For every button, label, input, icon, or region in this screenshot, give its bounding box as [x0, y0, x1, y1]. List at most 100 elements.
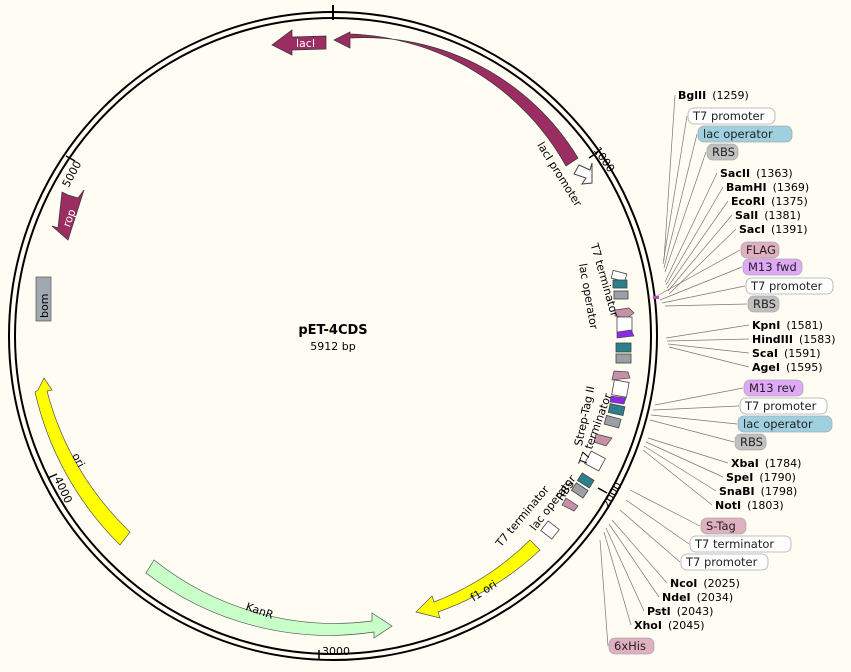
restriction-site-label: NdeI(2034): [662, 591, 733, 604]
restriction-site-label: BamHI(1369): [726, 181, 809, 194]
leader-line: [661, 285, 746, 304]
restriction-site-label: XhoI(2045): [634, 619, 705, 632]
leader-line: [664, 151, 707, 273]
lac-operator-box-3: [607, 403, 626, 417]
m13fwd-marker: [616, 329, 635, 339]
feature-label: T7 promoter: [744, 399, 817, 413]
leader-line: [663, 94, 676, 261]
leader-line: [619, 509, 681, 563]
laci-feature: [333, 31, 579, 167]
laci-feature-label: lacI: [459, 72, 482, 91]
bom-label: bom: [38, 294, 51, 318]
feature-label: T7 promoter: [750, 279, 823, 293]
bom-feature: [35, 276, 52, 322]
laci-arrow-top: [271, 29, 327, 56]
t7-terminator-box-3: [540, 520, 560, 540]
leader-line: [667, 214, 733, 292]
m13rev-box: [611, 379, 630, 398]
plasmid-length: 5912 bp: [310, 340, 355, 353]
feature-label-box: [680, 553, 769, 571]
feature-label-box: [687, 107, 776, 125]
restriction-site-label: ScaI(1591): [752, 347, 821, 360]
tick-5000: [65, 155, 76, 162]
leader-line: [668, 346, 750, 368]
leader-line: [625, 499, 690, 545]
m13fwd-box: [616, 316, 633, 333]
leader-line: [665, 186, 724, 286]
laci-promoter-arrow: [573, 162, 593, 185]
feature-label: M13 fwd: [748, 260, 797, 274]
mcs-marker: [653, 296, 659, 299]
restriction-site-label: KpnI(1581): [752, 319, 823, 332]
restriction-site-label: HindIII(1583): [752, 333, 836, 346]
strep-tag-arrow: [593, 433, 613, 447]
restriction-site-label: SacI(1391): [739, 223, 808, 236]
leader-line: [603, 531, 632, 626]
leader-line: [642, 449, 713, 506]
leader-line: [654, 387, 744, 406]
leader-line: [643, 445, 717, 492]
feature-label: T7 promoter: [685, 555, 758, 569]
plasmid-name: pET-4CDS: [298, 323, 367, 338]
rop-feature: [51, 189, 85, 241]
leader-line: [667, 343, 750, 354]
restriction-site-label: XbaI(1784): [731, 457, 801, 470]
restriction-site-label: AgeI(1595): [752, 361, 823, 374]
feature-label: RBS: [740, 435, 763, 449]
leader-line: [668, 228, 737, 295]
feature-label: RBS: [712, 145, 735, 159]
restriction-site-label: SacII(1363): [720, 167, 793, 180]
tick-label-2000: 2000: [600, 480, 625, 511]
tick-1000: [588, 151, 599, 159]
feature-label: S-Tag: [706, 519, 736, 533]
m13rev-marker: [609, 395, 627, 405]
s-tag-arrow: [611, 370, 631, 381]
feature-label-box: [706, 143, 739, 161]
restriction-site-label: BglII(1259): [678, 89, 749, 102]
feature-label-box: [747, 295, 780, 313]
feature-label-box: [608, 637, 655, 655]
leader-line: [611, 519, 668, 584]
leader-line: [665, 324, 750, 339]
leader-line: [608, 523, 660, 598]
feature-label-box: [745, 277, 834, 295]
leader-line: [647, 437, 729, 464]
feature-label: T7 promoter: [692, 109, 765, 123]
ori-feature: [34, 377, 131, 546]
feature-label: T7 terminator: [694, 537, 774, 551]
lac-operator-box-2: [615, 342, 632, 353]
leader-line: [659, 266, 743, 301]
feature-label-box: [697, 125, 793, 143]
his-tag-arrow: [561, 497, 579, 512]
feature-label: lac operator: [743, 417, 813, 431]
leader-line: [664, 172, 718, 283]
rbs-box-4: [570, 482, 589, 499]
restriction-site-label: EcoRI(1375): [731, 195, 808, 208]
feature-label: 6xHis: [614, 639, 646, 653]
leader-line: [664, 303, 748, 307]
leader-line: [654, 249, 741, 298]
leader-line: [650, 414, 738, 425]
restriction-site-label: SnaBI(1798): [719, 485, 797, 498]
laci-arrow-label: lacI: [296, 37, 315, 50]
t7-terminator-box-2: [584, 450, 606, 472]
tick-label-5000: 5000: [60, 159, 85, 190]
feature-label-box: [734, 433, 767, 451]
leader-line: [645, 441, 724, 478]
feature-label-box: [737, 415, 833, 433]
tick-4000: [47, 473, 58, 479]
rbs-box-2: [615, 353, 632, 364]
feature-label: lac operator: [703, 127, 773, 141]
leader-line: [629, 489, 701, 527]
leader-line: [652, 405, 740, 411]
rop-label: rop: [60, 207, 78, 228]
leader-line: [662, 115, 688, 265]
restriction-site-label: SpeI(1790): [726, 471, 796, 484]
kanr-feature: [145, 559, 393, 639]
f1-ori-feature: [415, 539, 541, 619]
flag-arrow: [614, 307, 635, 319]
leader-line: [663, 133, 698, 269]
leader-line: [605, 527, 645, 612]
feature-label-box: [740, 241, 780, 259]
